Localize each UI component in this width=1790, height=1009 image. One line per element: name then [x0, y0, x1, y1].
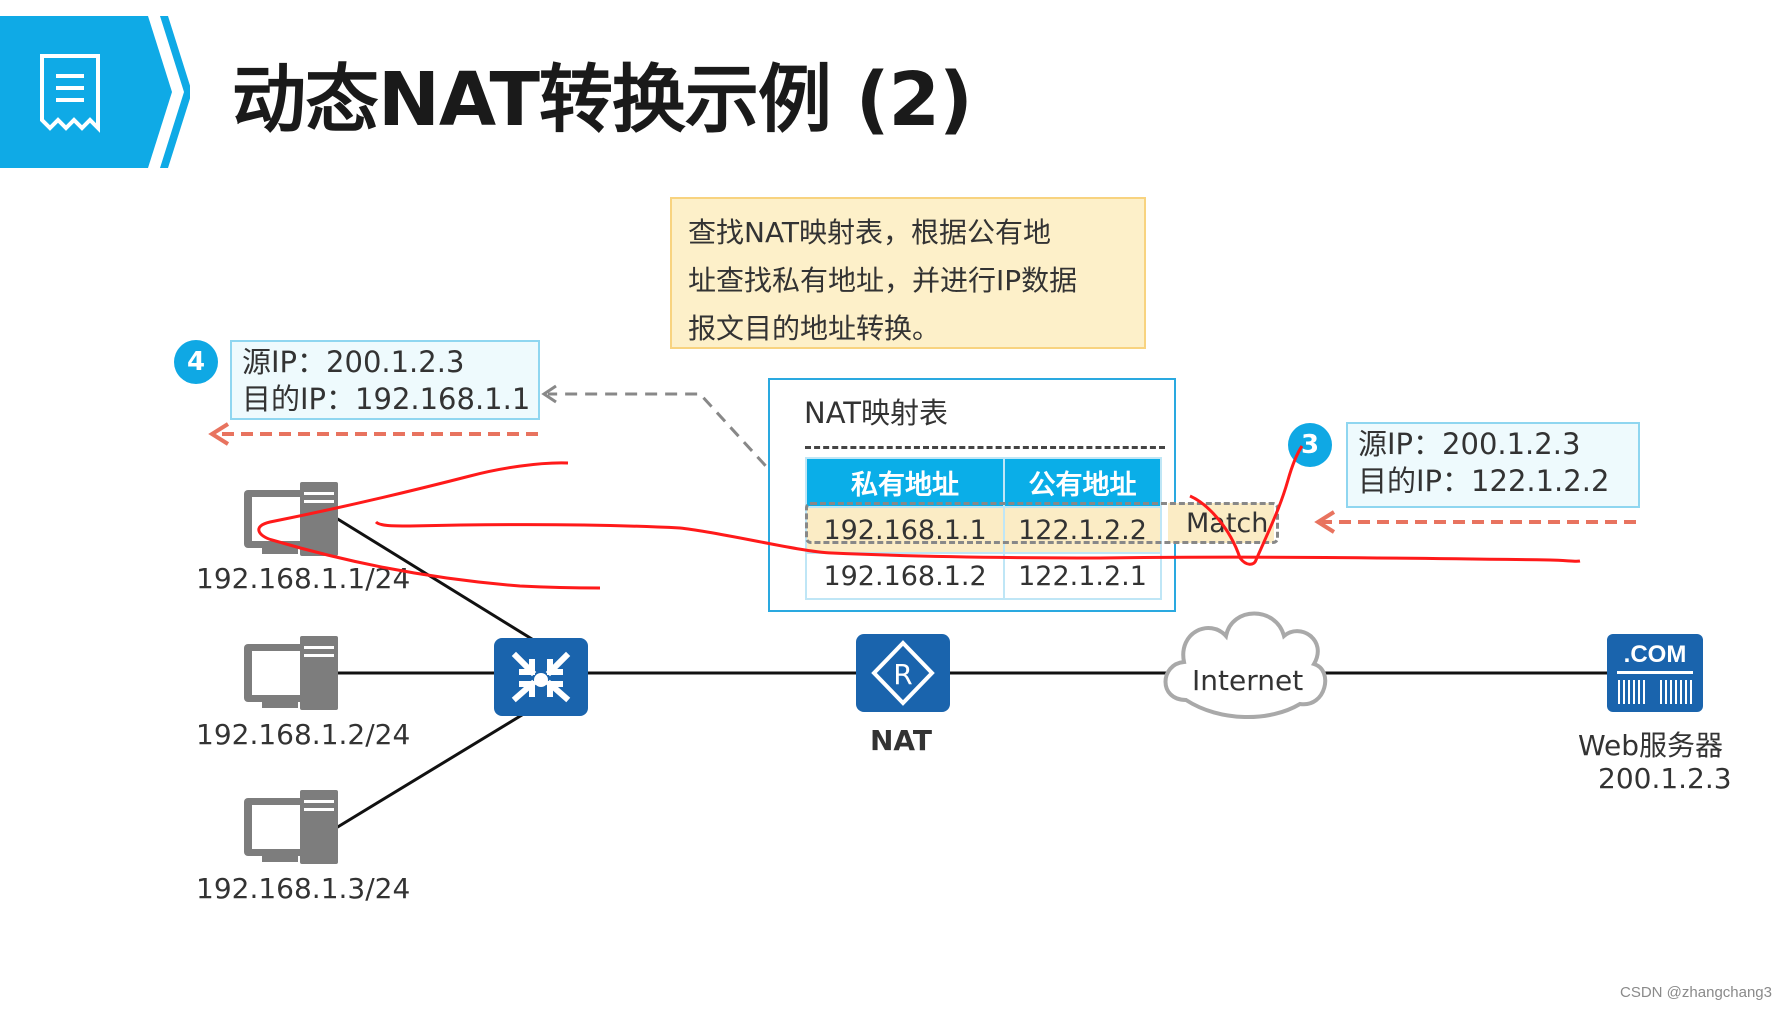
svg-text:R: R [893, 658, 912, 691]
column-header-public: 公有地址 [1003, 457, 1162, 508]
destination-ip: 目的IP：122.1.2.2 [1358, 464, 1610, 498]
source-ip: 源IP：200.1.2.3 [1358, 427, 1581, 461]
nat-device-label: NAT [870, 724, 933, 757]
step-badge-4: 4 [174, 340, 218, 384]
table-header-row: 私有地址 公有地址 [804, 457, 1162, 508]
host-label: 192.168.1.3/24 [196, 872, 411, 905]
link-host3-switch [335, 702, 541, 830]
table-row: 192.168.1.2 122.1.2.1 [804, 552, 1162, 600]
source-ip: 源IP：200.1.2.3 [242, 345, 465, 379]
packet-info-step4: 源IP：200.1.2.3 目的IP：192.168.1.1 [230, 340, 540, 420]
note-line: 址查找私有地址，并进行IP数据 [688, 264, 1078, 297]
document-list-icon [40, 54, 100, 133]
server-label: Web服务器 [1578, 729, 1724, 762]
match-outline [805, 502, 1279, 544]
header-tab [0, 16, 190, 168]
lookup-arrowhead [541, 384, 557, 404]
host-label: 192.168.1.2/24 [196, 718, 411, 751]
svg-text:.COM: .COM [1624, 641, 1687, 668]
column-header-private: 私有地址 [804, 457, 1006, 508]
host-label: 192.168.1.1/24 [196, 562, 411, 595]
destination-ip: 目的IP：192.168.1.1 [242, 382, 531, 416]
packet-info-step3: 源IP：200.1.2.3 目的IP：122.1.2.2 [1346, 422, 1640, 508]
page-title: 动态NAT转换示例 (2) [232, 57, 973, 143]
switch-icon [494, 638, 588, 716]
router-icon: R [856, 634, 950, 712]
pc-icon [244, 482, 338, 556]
explanation-note: 查找NAT映射表，根据公有地 址查找私有地址，并进行IP数据 报文目的地址转换。 [670, 197, 1146, 349]
server-ip: 200.1.2.3 [1598, 762, 1732, 795]
step-badge-3: 3 [1288, 423, 1332, 467]
pc-icon [244, 790, 338, 864]
internet-label: Internet [1192, 664, 1304, 697]
note-line: 报文目的地址转换。 [688, 312, 941, 345]
cloud-icon [1163, 611, 1328, 719]
pc-icon [244, 636, 338, 710]
note-line: 查找NAT映射表，根据公有地 [688, 216, 1052, 249]
flow-arrow-step4-head [208, 422, 230, 446]
watermark: CSDN @zhangchang3 [1620, 984, 1772, 1001]
public-address: 122.1.2.1 [1003, 552, 1162, 600]
divider [805, 446, 1165, 449]
private-address: 192.168.1.2 [804, 552, 1006, 600]
nat-table-title: NAT映射表 [804, 396, 948, 430]
web-server-icon: .COM [1607, 634, 1703, 712]
